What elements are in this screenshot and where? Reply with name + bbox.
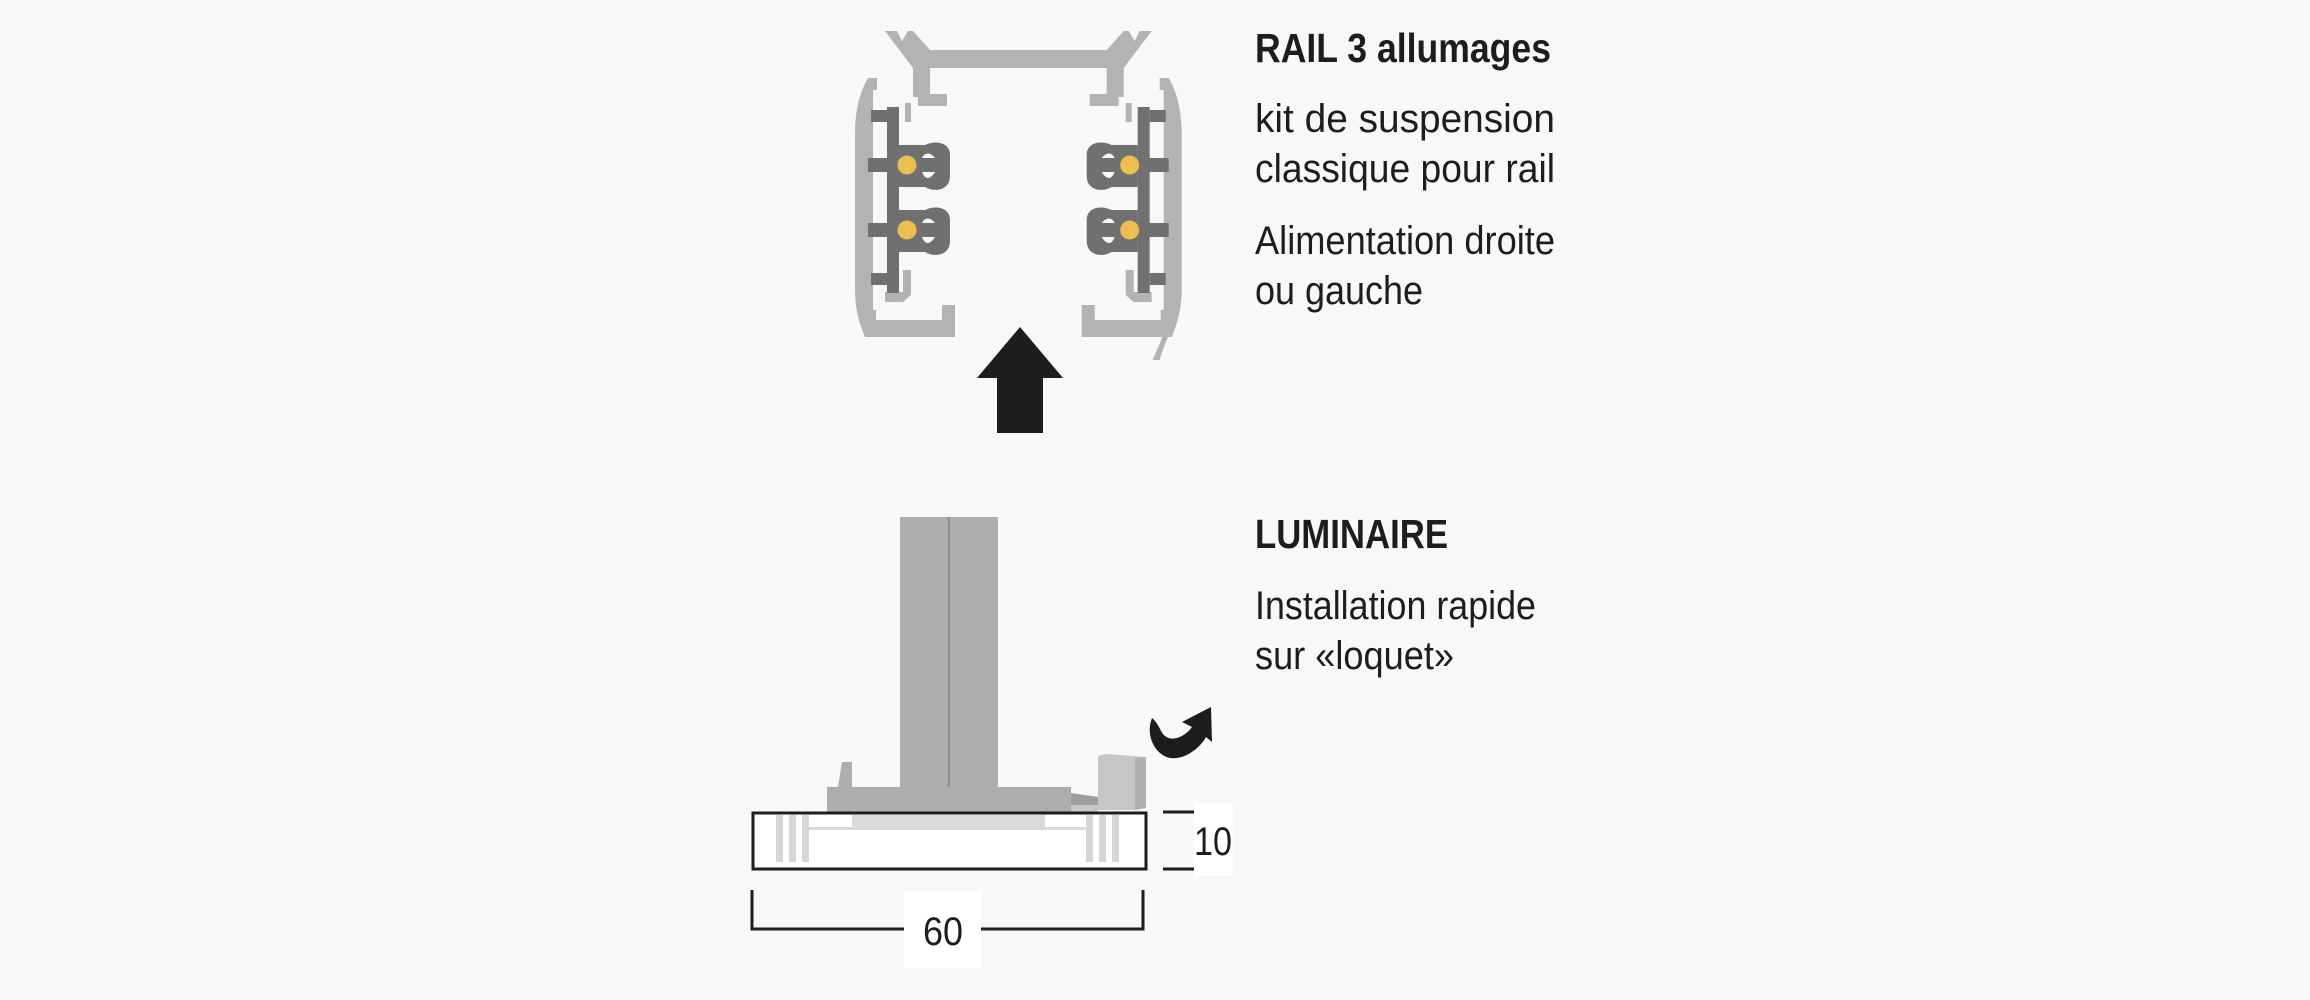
luminaire-line: sur «loquet» [1255,634,1454,678]
dimension-height: 10 [1163,803,1233,876]
dimension-width-label: 60 [923,910,963,954]
luminaire-drawing [751,517,1148,871]
contact-dot [897,220,917,240]
contact-dot [1120,155,1140,175]
dimension-height-label: 10 [1194,820,1232,864]
contact-dot [897,155,917,175]
rail-line: classique pour rail [1255,147,1555,191]
rail-line: ou gauche [1255,269,1423,313]
rail-left-half [855,31,1107,337]
luminaire-description: LUMINAIRE Installation rapide sur «loque… [1255,511,1536,678]
rail-line: Alimentation droite [1255,219,1555,263]
luminaire-title: LUMINAIRE [1255,511,1448,557]
arrow-up-icon [977,327,1063,433]
rail-description: RAIL 3 allumages kit de suspension class… [1255,25,1555,313]
rotate-arrow-icon [1149,707,1212,759]
luminaire-line: Installation rapide [1255,584,1536,628]
dimension-width: 60 [750,890,1145,968]
contact-dot [1120,220,1140,240]
rail-title: RAIL 3 allumages [1255,25,1551,71]
rail-right-half [1016,31,1182,360]
rail-line: kit de suspension [1255,97,1555,141]
rail-profile [855,31,1182,360]
